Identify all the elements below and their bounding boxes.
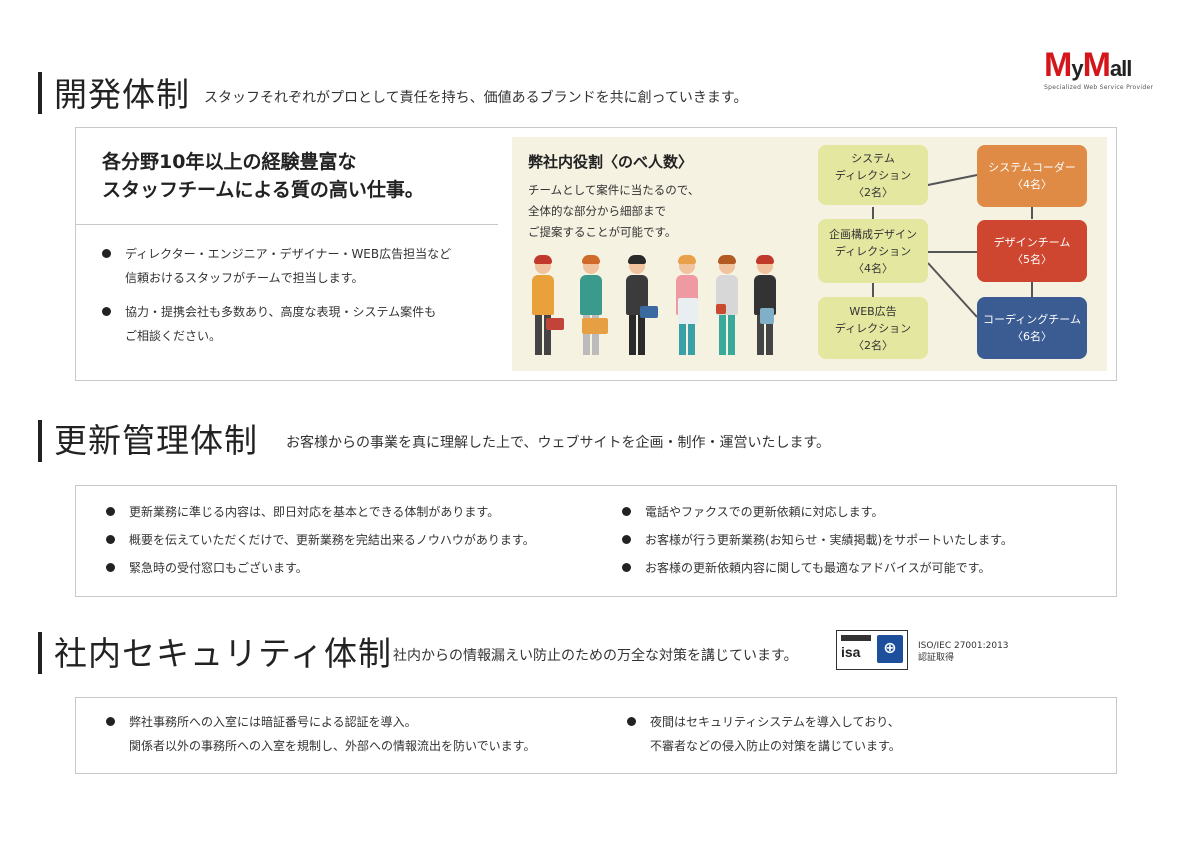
- team-member-illustration: [754, 255, 776, 355]
- role-planning-design-direction: 企画構成デザインディレクション〈4名〉: [818, 219, 928, 283]
- divider: [76, 224, 498, 225]
- role-system-direction: システムディレクション〈2名〉: [818, 145, 928, 205]
- badge-header-mark: [841, 635, 871, 641]
- team-member-illustration: [676, 255, 698, 355]
- dev-headline: 各分野10年以上の経験豊富な スタッフチームによる質の高い仕事。: [102, 151, 424, 201]
- logo-tagline: Specialized Web Service Provider: [1044, 84, 1154, 91]
- role-coding-team: コーディングチーム〈6名〉: [977, 297, 1087, 359]
- security-box: [75, 697, 1117, 774]
- isa-mark: isa: [841, 644, 861, 660]
- list-item: 夜間はセキュリティシステムを導入しており、 不審者などの侵入防止の対策を講じてい…: [627, 710, 901, 758]
- role-system-coder: システムコーダー〈4名〉: [977, 145, 1087, 207]
- list-item: 概要を伝えていただくだけで、更新業務を完結出来るノウハウがあります。: [106, 528, 535, 552]
- section-bar: [38, 72, 42, 114]
- update-box: [75, 485, 1117, 597]
- role-design-team: デザインチーム〈5名〉: [977, 220, 1087, 282]
- section-title-dev: 開発体制: [54, 75, 190, 114]
- list-item: お客様の更新依頼内容に関しても最適なアドバイスが可能です。: [622, 556, 990, 580]
- isms-certification-badge: isa ⊕: [836, 630, 908, 670]
- roles-description: チームとして案件に当たるので、 全体的な部分から細部まで ご提案することが可能で…: [528, 183, 700, 239]
- iso-certification-text: ISO/IEC 27001:2013 認証取得: [918, 641, 1009, 663]
- role-web-ad-direction: WEB広告ディレクション〈2名〉: [818, 297, 928, 359]
- list-item: ディレクター・エンジニア・デザイナー・WEB広告担当など 信頼おけるスタッフがチ…: [102, 242, 451, 290]
- section-bar: [38, 420, 42, 462]
- company-logo: MyMall Specialized Web Service Provider: [1044, 48, 1154, 102]
- list-item: 弊社事務所への入室には暗証番号による認証を導入。 関係者以外の事務所への入室を規…: [106, 710, 535, 758]
- team-member-illustration: [716, 255, 738, 355]
- section-title-update: 更新管理体制: [54, 421, 258, 460]
- section-subtitle-update: お客様からの事業を真に理解した上で、ウェブサイトを企画・制作・運営いたします。: [286, 435, 831, 451]
- section-subtitle-security: 社内からの情報漏えい防止のための万全な対策を講じています。: [393, 648, 798, 664]
- section-subtitle-dev: スタッフそれぞれがプロとして責任を持ち、価値あるブランドを共に創っていきます。: [204, 90, 748, 106]
- team-member-illustration: [532, 255, 564, 355]
- list-item: お客様が行う更新業務(お知らせ・実績掲載)をサポートいたします。: [622, 528, 1013, 552]
- list-item: 協力・提携会社も多数あり、高度な表現・システム案件も ご相談ください。: [102, 300, 436, 348]
- logo-wordmark: MyMall: [1044, 46, 1132, 84]
- list-item: 更新業務に準じる内容は、即日対応を基本とできる体制があります。: [106, 500, 499, 524]
- section-title-security: 社内セキュリティ体制: [54, 634, 393, 673]
- list-item: 緊急時の受付窓口もございます。: [106, 556, 308, 580]
- jipdec-mark-icon: ⊕: [877, 635, 903, 663]
- team-member-illustration: [580, 255, 608, 355]
- list-item: 電話やファクスでの更新依頼に対応します。: [622, 500, 883, 524]
- roles-title: 弊社内役割〈のべ人数〉: [528, 153, 694, 171]
- team-member-illustration: [626, 255, 658, 355]
- section-bar: [38, 632, 42, 674]
